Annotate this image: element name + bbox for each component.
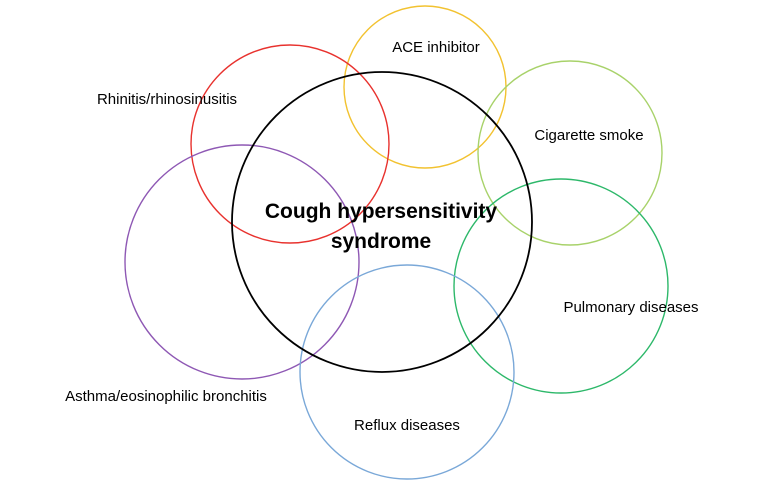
pulmonary-diseases-label: Pulmonary diseases [563,299,698,316]
center-title-line2: syndrome [331,230,431,253]
cigarette-smoke-label: Cigarette smoke [534,127,643,144]
reflux-diseases-circle [299,264,515,480]
cigarette-smoke-circle [477,60,663,246]
asthma-circle [124,144,360,380]
asthma-label: Asthma/eosinophilic bronchitis [65,388,267,405]
center-title-line1: Cough hypersensitivity [265,200,498,223]
pulmonary-diseases-circle [453,178,669,394]
ace-inhibitor-label: ACE inhibitor [392,39,480,56]
cough-hypersensitivity-circle [231,71,533,373]
rhinitis-circle [190,44,390,244]
rhinitis-label: Rhinitis/rhinosinusitis [97,91,237,108]
ace-inhibitor-circle [343,5,507,169]
reflux-diseases-label: Reflux diseases [354,417,460,434]
